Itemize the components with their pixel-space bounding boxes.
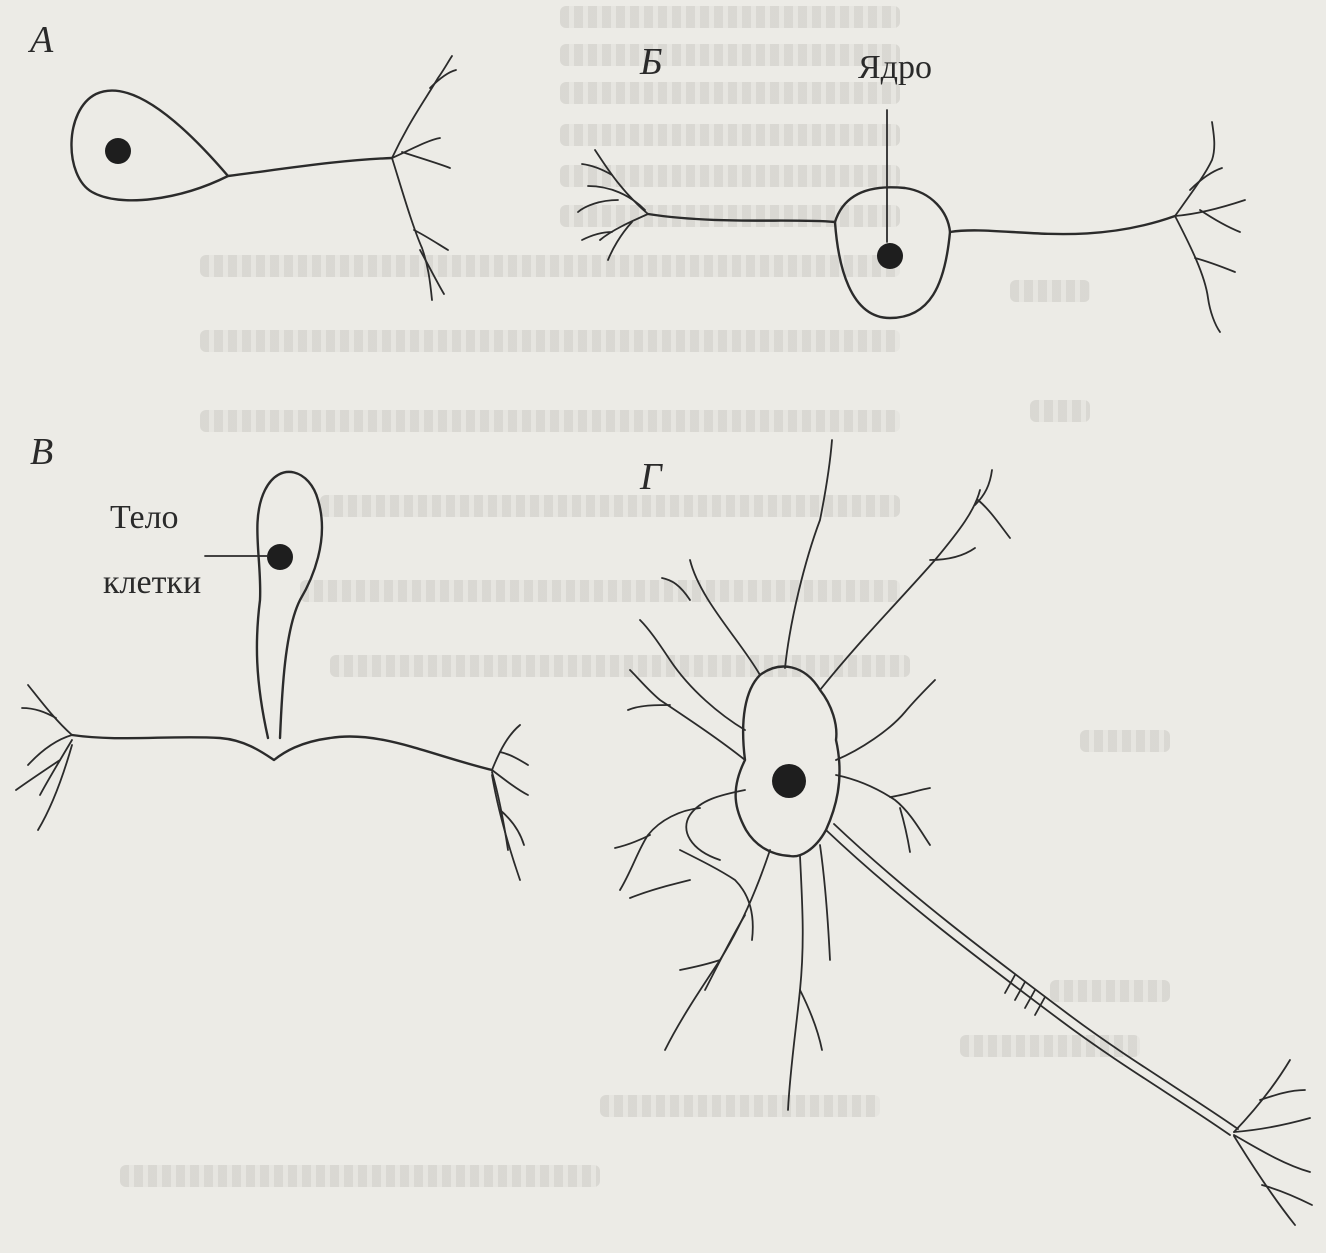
nucleus-b bbox=[877, 243, 903, 269]
multipolar-neuron bbox=[615, 440, 1312, 1225]
cell-body-label-line1: Тело bbox=[110, 498, 179, 537]
nucleus-g bbox=[772, 764, 806, 798]
nucleus-label: Ядро bbox=[858, 48, 932, 87]
nucleus-v bbox=[267, 544, 293, 570]
pseudounipolar-neuron bbox=[16, 472, 528, 880]
cell-body-label-line2: клетки bbox=[103, 563, 201, 602]
panel-label-a: А bbox=[30, 18, 53, 62]
unipolar-neuron bbox=[71, 56, 456, 300]
panel-label-v: В bbox=[30, 430, 53, 474]
nucleus-a bbox=[105, 138, 131, 164]
panel-label-g: Г bbox=[640, 455, 662, 499]
bipolar-neuron bbox=[578, 110, 1245, 332]
panel-label-b: Б bbox=[640, 40, 662, 84]
